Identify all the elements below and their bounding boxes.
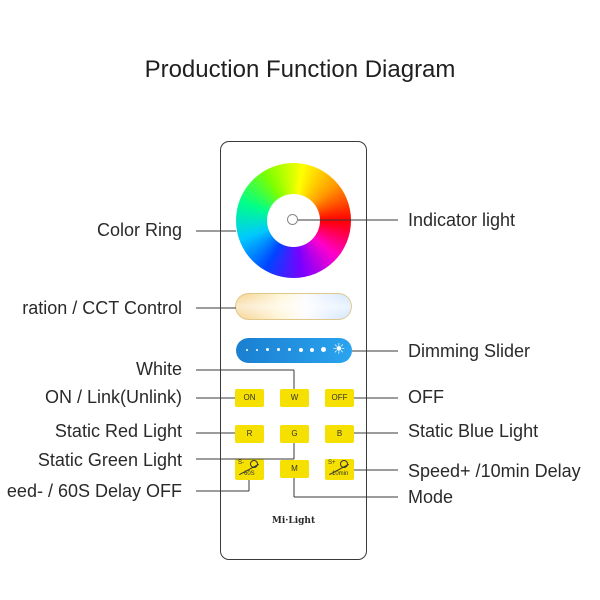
red-button[interactable]: R	[235, 425, 264, 443]
speed-minus-bottom-label: 60S	[244, 471, 255, 477]
speed-plus-bottom-label: 10min	[332, 471, 349, 477]
label-indicator-light: Indicator light	[408, 210, 516, 230]
dimming-dot	[310, 348, 314, 352]
label-color-ring: Color Ring	[96, 220, 182, 240]
speed-minus-button[interactable]: S- 60S	[235, 459, 264, 480]
dimming-dot	[277, 348, 280, 351]
diagram-title: Production Function Diagram	[144, 56, 456, 83]
label-mode: Mode	[408, 487, 454, 507]
speed-plus-button[interactable]: S+ 10min	[325, 459, 354, 480]
label-speed-plus: Speed+ /10min Delay	[408, 461, 581, 481]
mode-button[interactable]: M	[280, 460, 309, 478]
label-off: OFF	[408, 387, 444, 407]
dimming-dot	[321, 347, 326, 352]
label-dimming-slider: Dimming Slider	[408, 341, 531, 361]
brand-logo: Mi·Light	[271, 516, 316, 526]
off-button[interactable]: OFF	[325, 389, 354, 407]
dimming-dot	[256, 349, 258, 351]
dimming-dot	[266, 348, 269, 351]
label-on-link: ON / Link(Unlink)	[44, 387, 182, 407]
green-button[interactable]: G	[280, 425, 309, 443]
dimming-slider[interactable]: ☀	[236, 338, 352, 363]
dimming-dot	[246, 349, 248, 351]
on-button[interactable]: ON	[235, 389, 264, 407]
speed-minus-top-label: S-	[238, 460, 244, 466]
label-static-green: Static Green Light	[37, 450, 182, 470]
label-static-red: Static Red Light	[54, 421, 182, 441]
label-cct-control: ration / CCT Control	[22, 298, 182, 318]
brightness-sun-icon: ☀	[332, 341, 346, 358]
white-button[interactable]: W	[280, 389, 309, 407]
label-speed-minus: eed- / 60S Delay OFF	[6, 481, 182, 501]
dimming-dot	[299, 348, 303, 352]
cct-slider[interactable]	[235, 293, 352, 320]
label-static-blue: Static Blue Light	[408, 421, 539, 441]
blue-button[interactable]: B	[325, 425, 354, 443]
speed-plus-top-label: S+	[328, 460, 336, 466]
indicator-light	[287, 214, 298, 225]
label-white: White	[135, 359, 182, 379]
dimming-dot	[288, 348, 291, 351]
